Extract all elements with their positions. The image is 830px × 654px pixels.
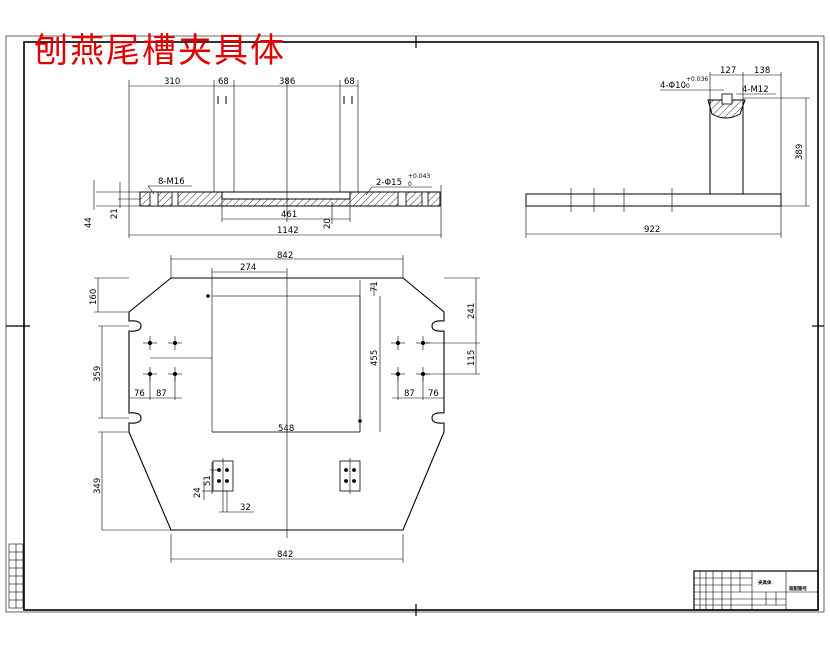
centre-marks (6, 36, 824, 616)
dim-461: 461 (281, 210, 297, 220)
dim-87-right: 87 (404, 389, 415, 399)
callout-hole-tol-lower: 0 (686, 83, 690, 90)
dim-51: 51 (203, 475, 213, 486)
dim-76-left: 76 (134, 389, 145, 399)
callout-hole-tol-upper: +0.036 (686, 76, 708, 83)
callout-pin-tol-lower: 0 (408, 181, 412, 188)
title-block-name: 夹具体 (758, 579, 772, 586)
dim-274: 274 (240, 263, 256, 273)
top-holes (143, 294, 430, 423)
dim-44: 44 (84, 217, 94, 228)
dim-71: 71 (370, 281, 380, 292)
side-base (525, 193, 782, 207)
dim-1142: 1142 (277, 226, 299, 236)
front-view (93, 78, 442, 238)
title-block-drawing-no: 装配图号 (789, 585, 807, 592)
top-inner-frame (211, 295, 361, 433)
title-block (693, 570, 819, 611)
front-view-dims: 310 68 386 68 461 1142 44 21 20 8-M16 2-… (84, 77, 430, 236)
side-view-dims: 127 138 389 922 4-Φ10 +0.036 0 4-M12 (644, 66, 805, 235)
dim-349: 349 (93, 478, 103, 494)
dim-76-right: 76 (428, 389, 439, 399)
top-view (94, 255, 480, 563)
dim-24: 24 (193, 487, 203, 498)
dim-548: 548 (278, 424, 294, 434)
dim-138: 138 (754, 66, 770, 76)
dim-127: 127 (720, 66, 736, 76)
top-outline (128, 277, 445, 531)
dim-389: 389 (795, 144, 805, 160)
side-dovetail-head (707, 99, 746, 119)
left-margin-boxes (8, 543, 24, 609)
dim-842-top: 842 (277, 251, 293, 261)
dim-87-left: 87 (156, 389, 167, 399)
dim-241: 241 (467, 303, 477, 319)
dim-160: 160 (89, 289, 99, 305)
dim-922: 922 (644, 225, 660, 235)
dim-359: 359 (93, 366, 103, 382)
callout-2-phi15: 2-Φ15 (376, 178, 402, 188)
dim-310: 310 (164, 77, 180, 87)
callout-pin-tol-upper: +0.043 (408, 173, 430, 180)
dim-455: 455 (370, 350, 380, 366)
dim-386: 386 (279, 77, 295, 87)
outer-frame (5, 35, 825, 613)
dim-20: 20 (323, 218, 333, 229)
inner-border (23, 41, 819, 611)
callout-4-m12: 4-M12 (742, 85, 769, 95)
dim-68-right: 68 (344, 77, 355, 87)
side-view (525, 72, 810, 238)
dim-21: 21 (110, 208, 120, 219)
dim-32: 32 (240, 503, 251, 513)
dim-68-left: 68 (218, 77, 229, 87)
callout-4-phi10: 4-Φ10 (660, 81, 686, 91)
dim-842-bottom: 842 (277, 550, 293, 560)
callout-8-m16: 8-M16 (158, 177, 185, 187)
top-view-dims: 842 274 71 160 241 359 455 115 76 87 87 … (89, 251, 477, 560)
drawing-title: 刨燕尾槽夹具体 (34, 31, 286, 71)
dim-115: 115 (467, 350, 477, 366)
